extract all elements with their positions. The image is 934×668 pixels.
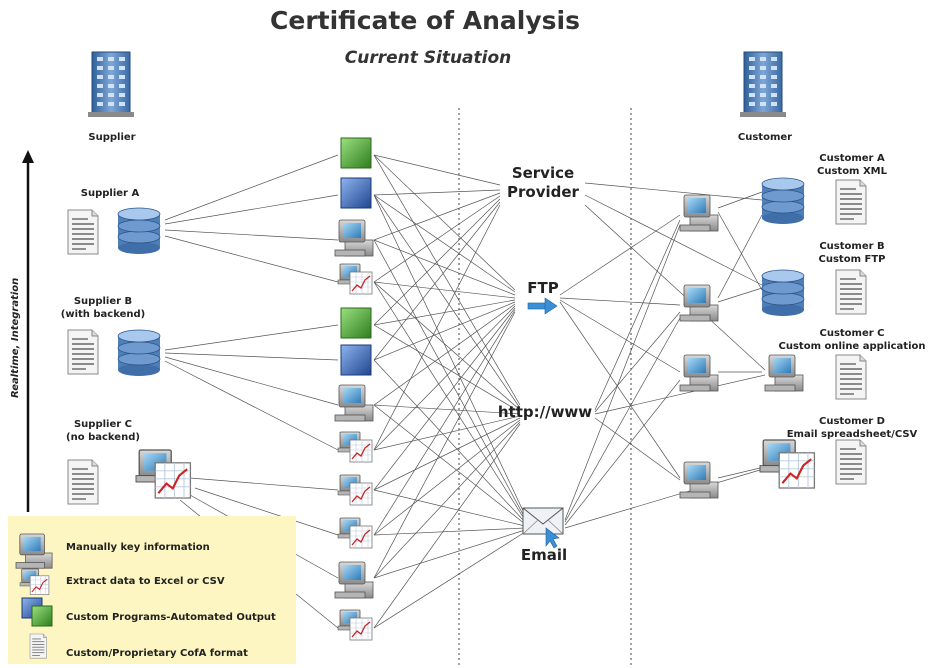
legend-label: Manually key information <box>66 542 210 553</box>
green-program-icon <box>340 307 372 339</box>
legend-label: Custom/Proprietary CofA format <box>66 648 248 659</box>
supplier-b-database-icon <box>117 329 161 377</box>
blue-program-icon <box>340 177 372 209</box>
http-label: http://www <box>497 403 593 421</box>
customer-b-database-icon <box>761 269 805 317</box>
supplier-heading: Supplier <box>88 132 136 143</box>
page-subtitle: Current Situation <box>344 48 512 68</box>
spreadsheet-icon <box>337 474 373 506</box>
supplier-a-label: Supplier A <box>80 188 140 199</box>
ftp-arrow-icon <box>527 297 558 315</box>
customer-a-database-icon <box>761 177 805 225</box>
legend-icons <box>15 533 53 659</box>
supplier-c-spreadsheet-icon <box>134 448 192 500</box>
supplier-b-document-icon <box>67 329 99 375</box>
email-label: Email <box>520 546 568 564</box>
manual-computer-icon <box>334 384 374 422</box>
customer-d-spreadsheet-icon <box>758 438 816 490</box>
green-program-icon <box>340 137 372 169</box>
legend-label: Extract data to Excel or CSV <box>66 576 225 587</box>
customer-computer-icon <box>679 461 719 499</box>
computer-icon <box>15 533 53 569</box>
customer-heading: Customer <box>737 132 793 143</box>
supplier-a-document-icon <box>67 209 99 255</box>
customer-d-document-icon <box>835 439 867 485</box>
legend-label: Custom Programs-Automated Output <box>66 612 276 623</box>
customer-c-computer-icon <box>764 354 804 392</box>
spreadsheet-icon <box>337 517 373 549</box>
supplier-c-label: Supplier C(no backend) <box>66 419 140 443</box>
customer-b-document-icon <box>835 269 867 315</box>
customer-a-document-icon <box>835 179 867 225</box>
supplier-building-icon <box>87 51 135 118</box>
customer-building-icon <box>739 51 787 118</box>
spreadsheet-icon <box>19 568 50 596</box>
ftp-label: FTP <box>527 279 559 297</box>
blue-program-icon <box>340 344 372 376</box>
supplier-c-document-icon <box>67 459 99 505</box>
customer-computer-icon <box>679 354 719 392</box>
realtime-axis-label: Realtime, Integration <box>10 277 21 398</box>
document-icon <box>29 633 47 659</box>
manual-computer-icon <box>334 561 374 599</box>
spreadsheet-icon <box>337 431 373 463</box>
customer-c-document-icon <box>835 354 867 400</box>
email-envelope-icon <box>522 507 564 549</box>
manual-computer-icon <box>334 219 374 257</box>
spreadsheet-icon <box>337 263 373 295</box>
program-squares-icon <box>21 597 53 627</box>
supplier-a-database-icon <box>117 207 161 255</box>
legend-panel: Manually key information Extract data to… <box>8 516 296 664</box>
supplier-b-label: Supplier B(with backend) <box>60 296 146 320</box>
realtime-axis-arrow <box>22 150 34 512</box>
customer-computer-icon <box>679 194 719 232</box>
spreadsheet-icon <box>337 609 373 641</box>
customer-computer-icon <box>679 284 719 322</box>
page-title: Certificate of Analysis <box>270 6 580 35</box>
